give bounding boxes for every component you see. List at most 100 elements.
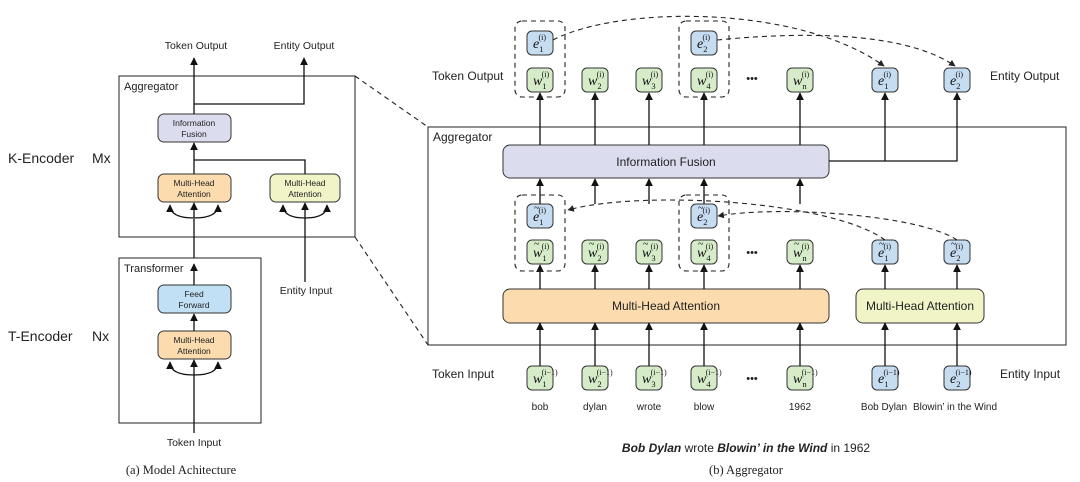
aggregator-b-frame — [427, 126, 1067, 346]
mid-token-symbol-1-tilde: ~ — [534, 239, 540, 250]
output-token-node-4 — [690, 67, 718, 93]
mid-entity-right-symbol-2-tilde: ~ — [951, 239, 957, 250]
qkv-right-l — [279, 204, 306, 219]
input-token-symbol-n: wn(i−1) — [793, 368, 818, 389]
information-fusion-bar-label: Information Fusion — [616, 155, 715, 169]
mid-token-node-2 — [581, 239, 609, 265]
mha-right-label-line1: Multi-Head — [284, 178, 325, 188]
output-token-node-2 — [581, 67, 609, 93]
output-token-symbol-n: wn(i) — [793, 70, 809, 91]
t-encoder-label: T-Encoder — [8, 328, 73, 344]
entity-output-label: Entity Output — [274, 40, 335, 52]
input-token-symbol-1: w1(i−1) — [533, 368, 558, 389]
input-word-1962: 1962 — [789, 402, 812, 413]
sentence-part-4: in 1962 — [827, 441, 870, 455]
panel-b-aggregator: Token Output Entity Output Aggregator In… — [427, 15, 1067, 477]
qkv-left-r — [193, 204, 222, 219]
example-sentence: Bob Dylan wrote Blowin’ in the Wind in 1… — [622, 441, 870, 455]
panel-a-model-architecture: Token Output Entity Output Aggregator In… — [8, 40, 356, 477]
mha-entity-bar — [855, 288, 985, 324]
mid-token-symbol-4-tilde: ~ — [698, 239, 704, 250]
mid-token-symbol-3-tilde: ~ — [643, 239, 649, 250]
dashed-group-mid-1 — [514, 194, 566, 272]
input-entity-blowin: Blowin’ in the Wind — [913, 402, 997, 413]
caption-a: (a) Model Achitecture — [126, 463, 237, 477]
mha-token-bar — [502, 288, 830, 324]
mid-entity-node-1 — [526, 203, 554, 229]
mid-token-symbol-n: wn(i) — [793, 242, 809, 263]
ellipsis-input: ••• — [746, 373, 758, 385]
arrow-to-entity-output — [194, 57, 308, 105]
final-entity-symbol-1: e1(i) — [878, 70, 891, 91]
input-entity-bob-dylan: Bob Dylan — [861, 402, 907, 413]
nx-label: Nx — [92, 328, 109, 344]
mha-token-bar-label: Multi-Head Attention — [612, 299, 720, 313]
dashed-group-mid-4 — [678, 194, 730, 272]
final-entity-node-2 — [943, 67, 971, 93]
transformer-label: Transformer — [124, 263, 184, 275]
input-word-bob: bob — [532, 402, 549, 413]
mid-entity-right-symbol-1-tilde: ~ — [879, 239, 885, 250]
final-entity-node-1 — [871, 67, 899, 93]
mid-entity-symbol-1: e1(i) — [533, 206, 546, 227]
k-encoder-label: K-Encoder — [8, 150, 74, 166]
zoom-line-bottom — [354, 236, 429, 346]
output-token-symbol-4: w4(i) — [697, 70, 713, 91]
mid-entity-right-symbol-2: e2(i) — [950, 242, 963, 263]
qkv-t-r — [193, 361, 222, 376]
curve-entity1-to-final — [552, 15, 885, 67]
mid-token-symbol-2-tilde: ~ — [589, 239, 595, 250]
output-token-node-3 — [635, 67, 663, 93]
output-entity-node-1 — [526, 30, 554, 56]
mid-token-node-1 — [526, 239, 554, 265]
dashed-group-output-1 — [514, 20, 566, 98]
mid-token-symbol-n-tilde: ~ — [794, 239, 800, 250]
output-entity-symbol-2: e2(i) — [697, 33, 710, 54]
mid-token-node-n — [786, 239, 814, 265]
output-entity-symbol-1: e1(i) — [533, 33, 546, 54]
mid-token-symbol-2: w2(i) — [588, 242, 604, 263]
feed-forward-label-line2: Forward — [178, 300, 209, 310]
curve-entity2-to-final — [716, 34, 956, 67]
mid-token-node-4 — [690, 239, 718, 265]
sentence-part-1: Bob Dylan — [622, 441, 681, 455]
transformer-frame — [118, 257, 262, 424]
mid-token-symbol-4: w4(i) — [697, 242, 713, 263]
mid-entity-symbol-1-tilde: ~ — [534, 203, 540, 214]
output-token-symbol-2: w2(i) — [588, 70, 604, 91]
entity-output-row-label: Entity Output — [990, 69, 1060, 83]
aggregator-b-label: Aggregator — [433, 130, 492, 144]
mid-token-node-3 — [635, 239, 663, 265]
input-word-blow: blow — [694, 402, 715, 413]
dashed-group-output-4 — [678, 20, 730, 98]
mid-entity-symbol-2-tilde: ~ — [698, 203, 704, 214]
mid-entity-symbol-2: e2(i) — [697, 206, 710, 227]
ellipsis-middle: ••• — [746, 247, 758, 259]
output-token-node-1 — [526, 67, 554, 93]
token-output-row-label: Token Output — [432, 69, 504, 83]
token-input-row-label: Token Input — [432, 367, 495, 381]
mha-left-label-line1: Multi-Head — [173, 178, 214, 188]
aggregator-frame — [118, 75, 356, 238]
zoom-line-top — [354, 75, 429, 128]
entity-input-label: Entity Input — [280, 285, 333, 297]
entity-input-row-label: Entity Input — [1000, 367, 1061, 381]
mid-entity-node-2 — [690, 203, 718, 229]
information-fusion-label-line2: Fusion — [181, 129, 207, 139]
mha-transformer-label-line1: Multi-Head — [173, 335, 214, 345]
sentence-part-2: wrote — [681, 441, 717, 455]
feed-forward-label-line1: Feed — [184, 289, 204, 299]
curve-mid-entity1-back — [567, 199, 886, 241]
mid-token-symbol-3: w3(i) — [642, 242, 658, 263]
input-entity-symbol-1: e1(i−1) — [878, 368, 900, 389]
qkv-t-l — [166, 361, 195, 376]
output-entity-node-2 — [690, 30, 718, 56]
arrow-mha-right-to-fusion — [194, 159, 306, 174]
mid-token-symbol-1: w1(i) — [533, 242, 549, 263]
token-output-label: Token Output — [165, 40, 228, 52]
output-token-symbol-3: w3(i) — [642, 70, 658, 91]
input-token-symbol-2: w2(i−1) — [588, 368, 613, 389]
mha-left-label-line2: Attention — [177, 189, 211, 199]
input-token-symbol-4: w4(i−1) — [697, 368, 722, 389]
